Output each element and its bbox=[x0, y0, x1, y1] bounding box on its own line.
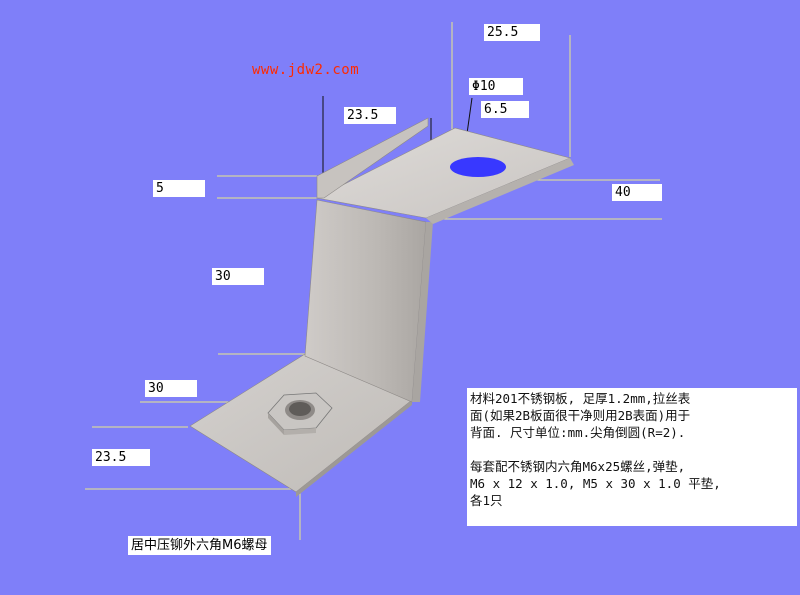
mounting-hole bbox=[450, 157, 506, 177]
bottom-flange-edge bbox=[296, 400, 412, 497]
note-line: 每套配不锈钢内六角M6x25螺丝,弹垫, bbox=[470, 459, 686, 474]
dim-upper-length: 23.5 bbox=[344, 107, 396, 124]
dim-hole-offset: 6.5 bbox=[481, 101, 529, 118]
spec-notes: 材料201不锈钢板, 足厚1.2mm,拉丝表 面(如果2B板面很干净则用2B表面… bbox=[467, 388, 797, 526]
dim-lip-height: 5 bbox=[153, 180, 205, 197]
right-lip bbox=[426, 158, 574, 224]
nut-label: 居中压铆外六角M6螺母 bbox=[128, 536, 271, 555]
note-line: 各1只 bbox=[470, 493, 503, 508]
dim-bottom-length: 23.5 bbox=[92, 449, 150, 466]
note-line: 材料201不锈钢板, 足厚1.2mm,拉丝表 bbox=[470, 391, 691, 406]
note-line: M6 x 12 x 1.0, M5 x 30 x 1.0 平垫, bbox=[470, 476, 721, 491]
note-line: 背面. 尺寸单位:mm.尖角倒圆(R=2). bbox=[470, 425, 686, 440]
dim-top-depth: 40 bbox=[612, 184, 662, 201]
dim-top-width: 25.5 bbox=[484, 24, 540, 41]
dim-hole-diameter: Φ10 bbox=[469, 78, 523, 95]
dim-vertical-height: 30 bbox=[212, 268, 264, 285]
note-line: 面(如果2B板面很干净则用2B表面)用于 bbox=[470, 408, 691, 423]
watermark: www.jdw2.com bbox=[252, 62, 360, 78]
hex-nut-icon bbox=[267, 392, 333, 435]
rear-lip bbox=[316, 117, 429, 199]
dim-bottom-width: 30 bbox=[145, 380, 197, 397]
vertical-web-side bbox=[412, 222, 433, 402]
